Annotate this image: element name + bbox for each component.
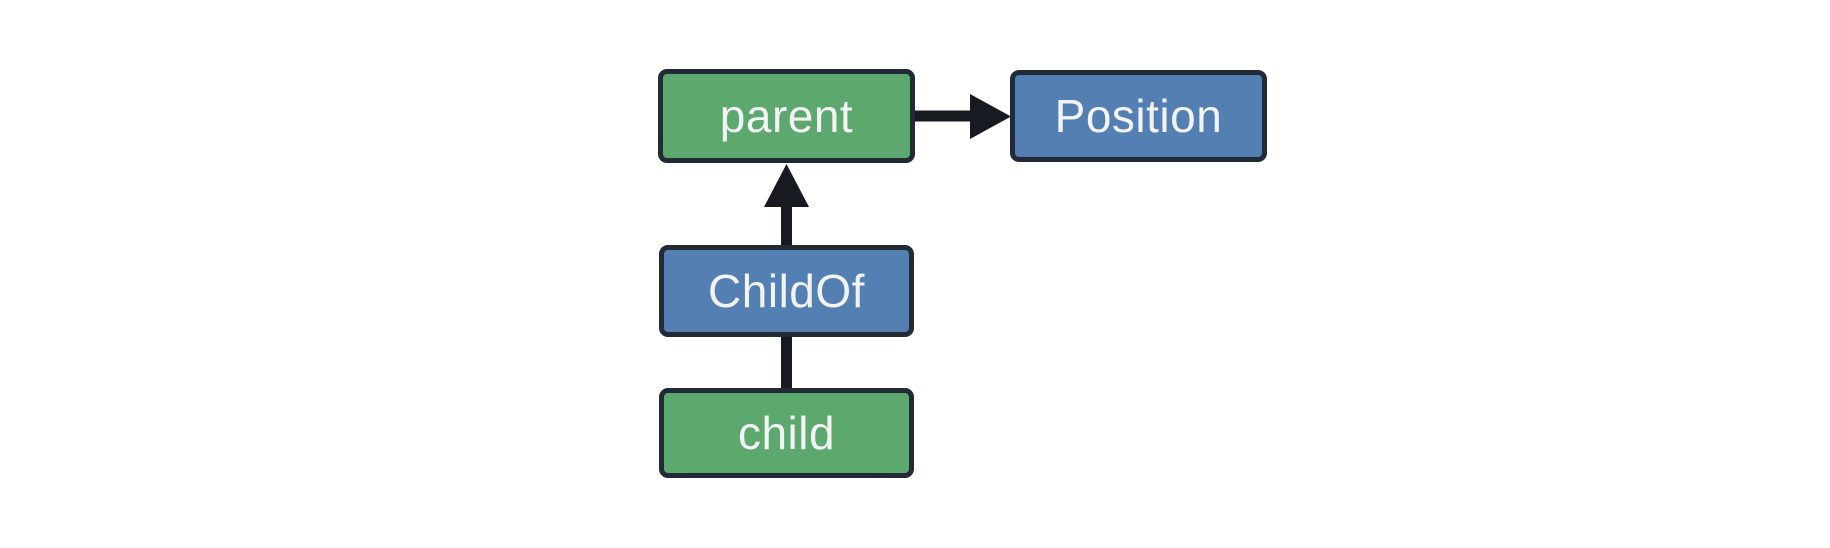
node-childof-label: ChildOf bbox=[708, 265, 865, 317]
node-childof: ChildOf bbox=[659, 245, 914, 337]
node-parent-label: parent bbox=[719, 90, 854, 142]
node-position: Position bbox=[1010, 70, 1267, 162]
arrowhead-up bbox=[764, 164, 809, 207]
arrowhead-right bbox=[970, 94, 1011, 139]
node-parent: parent bbox=[658, 69, 915, 163]
node-position-label: Position bbox=[1054, 90, 1223, 142]
node-child-label: child bbox=[737, 407, 836, 459]
edge-parent-to-position bbox=[913, 94, 1011, 139]
node-child: child bbox=[659, 388, 914, 478]
edge-childof-to-parent bbox=[764, 164, 809, 247]
